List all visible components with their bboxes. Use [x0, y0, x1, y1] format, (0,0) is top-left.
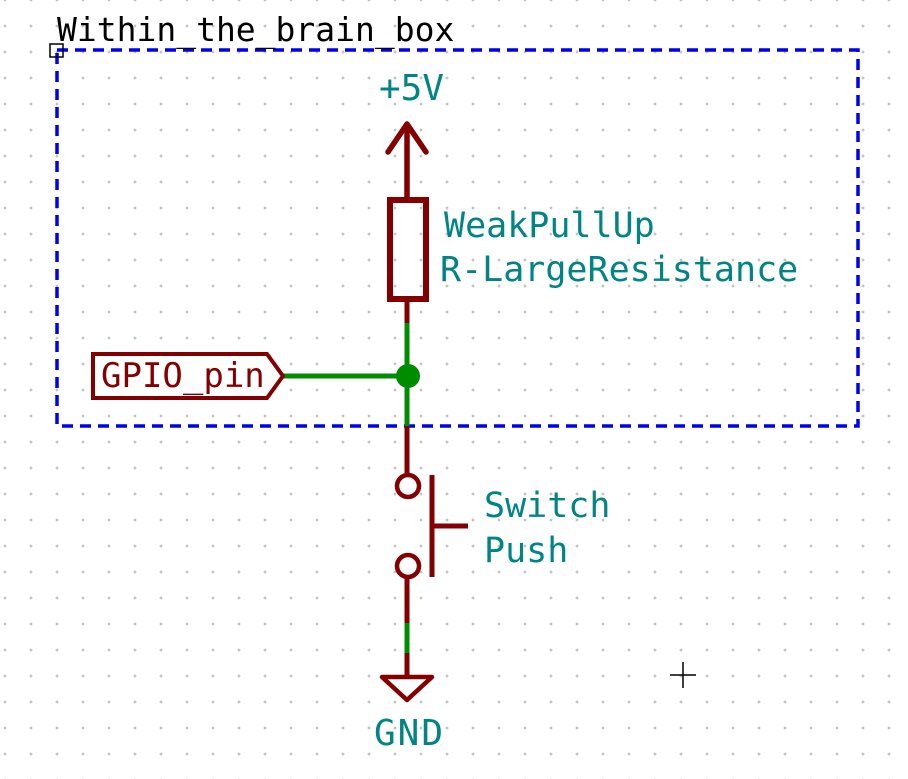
- box-anchor-handle[interactable]: [49, 43, 64, 58]
- wires[interactable]: [283, 323, 420, 653]
- crosshair-cursor-icon: [670, 662, 696, 688]
- power-5v-label[interactable]: +5V: [379, 68, 445, 109]
- switch-symbol[interactable]: [394, 426, 468, 623]
- switch-top-contact: [394, 472, 422, 500]
- resistor-name-field[interactable]: WeakPullUp: [444, 206, 655, 246]
- resistor-body[interactable]: [387, 197, 429, 302]
- power-5v-arrow-icon: [385, 121, 429, 155]
- global-label-text[interactable]: GPIO_pin: [101, 356, 265, 396]
- resistor-value-field[interactable]: R-LargeResistance: [440, 250, 799, 290]
- switch-name-field[interactable]: Switch: [484, 486, 611, 526]
- wire-junction-dot[interactable]: [396, 364, 420, 388]
- global-label-gpio[interactable]: [91, 352, 286, 400]
- power-gnd-label[interactable]: GND: [374, 713, 446, 754]
- switch-bottom-contact: [394, 552, 422, 580]
- power-symbol-gnd[interactable]: [379, 653, 435, 703]
- resistor-symbol[interactable]: [387, 197, 429, 324]
- brain-box-rect[interactable]: [55, 48, 860, 428]
- global-label-flag[interactable]: [91, 352, 286, 400]
- brain-box-outline[interactable]: [49, 43, 860, 428]
- power-symbol-5v[interactable]: [385, 121, 429, 199]
- gnd-triangle-icon: [379, 674, 435, 703]
- switch-value-field[interactable]: Push: [484, 531, 569, 571]
- box-title-text[interactable]: Within_the_brain_box: [57, 10, 455, 49]
